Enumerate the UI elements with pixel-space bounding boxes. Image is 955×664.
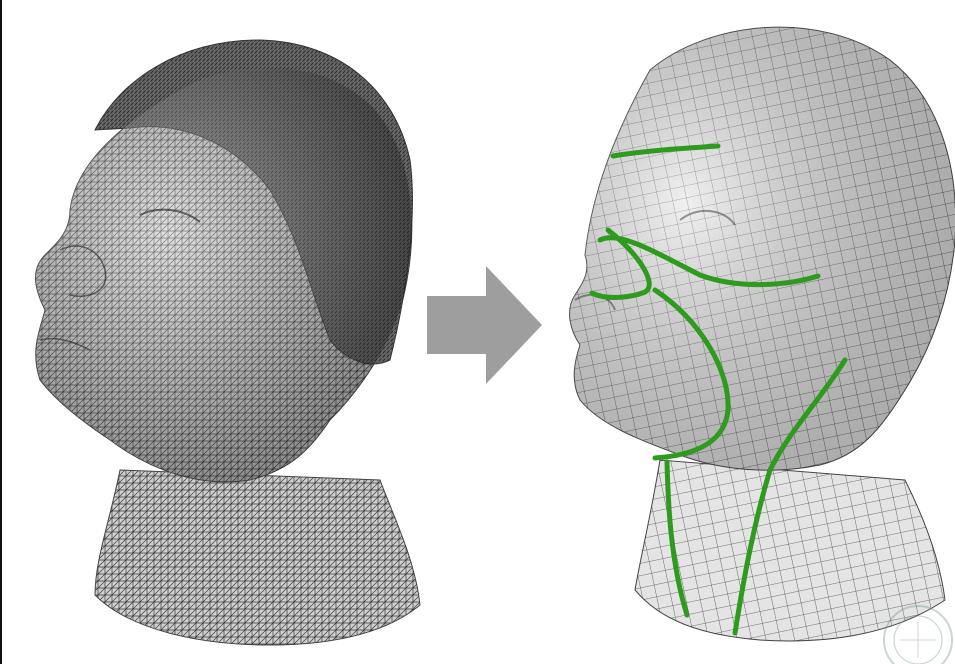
quad-mesh-head-icon (570, 27, 955, 641)
triangle-mesh-head-icon (36, 40, 420, 645)
right-arrow-icon (427, 266, 542, 384)
